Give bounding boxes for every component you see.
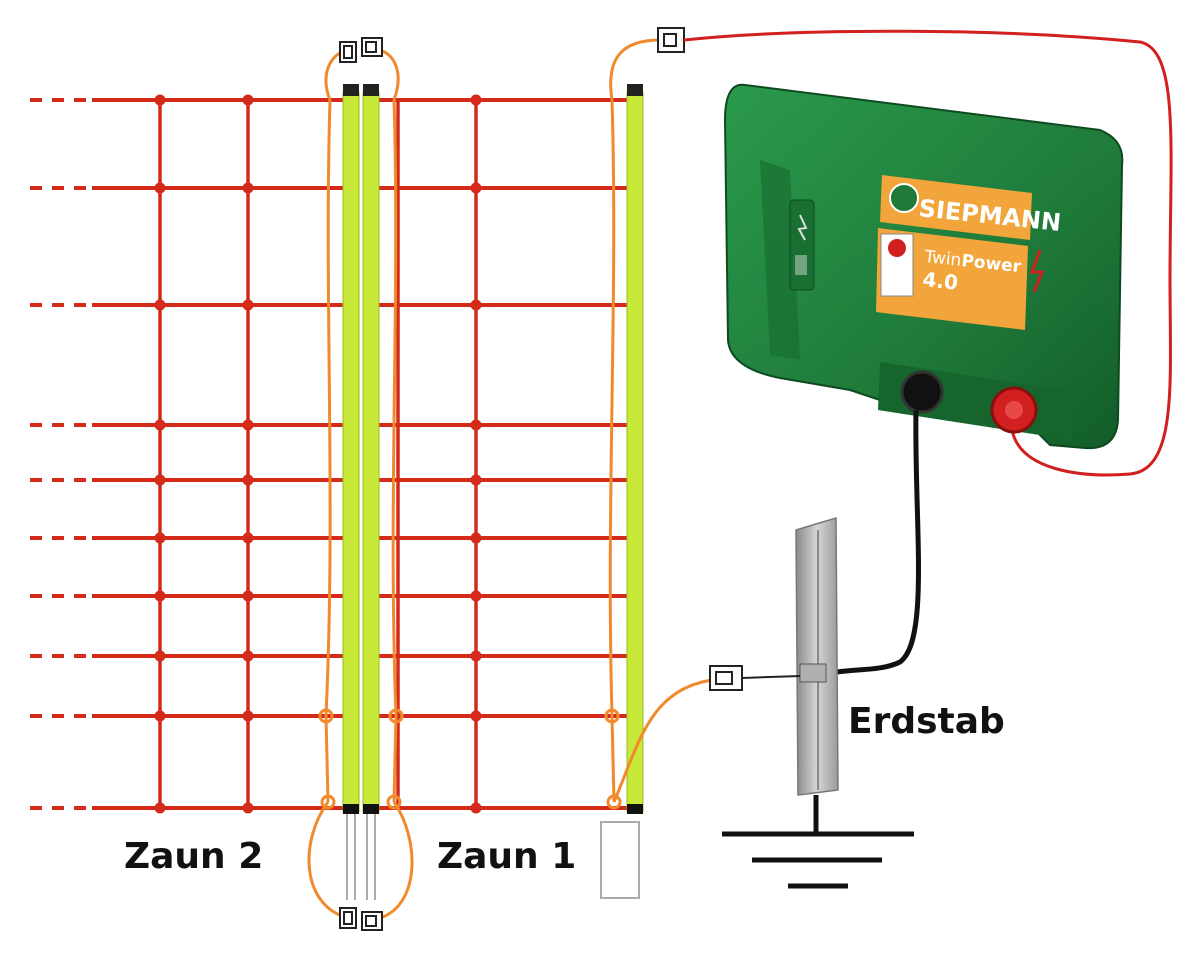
fence-knot bbox=[154, 94, 166, 106]
fence-knot bbox=[242, 650, 254, 662]
fence-knot bbox=[470, 590, 482, 602]
ground-rod bbox=[795, 516, 839, 796]
fence-knot bbox=[470, 474, 482, 486]
ground-wire bbox=[825, 409, 921, 677]
fence-knot bbox=[470, 419, 482, 431]
fence-knot bbox=[154, 590, 166, 602]
fence-knot bbox=[154, 419, 166, 431]
fence-1-post-left bbox=[362, 84, 380, 900]
energizer-device bbox=[723, 83, 1124, 450]
fence-knot bbox=[154, 474, 166, 486]
fence-knot bbox=[242, 532, 254, 544]
fence-knot bbox=[154, 650, 166, 662]
fence-2-post bbox=[342, 84, 360, 900]
ground-cable-link bbox=[741, 675, 801, 679]
fence-knot bbox=[242, 590, 254, 602]
brand-logo bbox=[889, 183, 919, 213]
fence-knot bbox=[470, 532, 482, 544]
fence-knot bbox=[470, 650, 482, 662]
energizer-model-prefix: Twin bbox=[922, 247, 962, 271]
jumper-cable-bottom bbox=[307, 801, 414, 920]
fence-knot bbox=[470, 802, 482, 814]
fence-knot bbox=[154, 182, 166, 194]
fence-knot bbox=[242, 94, 254, 106]
clip-connector-icon bbox=[339, 37, 383, 63]
fence-knot bbox=[242, 474, 254, 486]
energizer-model-version: 4.0 bbox=[921, 267, 959, 295]
fence-knot bbox=[242, 182, 254, 194]
hot-wire bbox=[683, 29, 1173, 477]
fence-1-joint bbox=[606, 794, 622, 810]
fence-knot bbox=[242, 710, 254, 722]
clip-connector-icon bbox=[657, 27, 685, 53]
fence-knot bbox=[154, 802, 166, 814]
clip-connector-icon bbox=[709, 665, 743, 691]
lightning-icon bbox=[1029, 249, 1045, 293]
lightning-icon bbox=[797, 214, 808, 241]
fence-2-net bbox=[30, 94, 343, 814]
fence-1-side-cable bbox=[608, 99, 616, 803]
ground-terminal bbox=[900, 370, 944, 414]
ground-cable-fence bbox=[612, 678, 713, 803]
ground-symbol-icon bbox=[722, 795, 914, 889]
fence-knot bbox=[154, 532, 166, 544]
fence-2-label: Zaun 2 bbox=[124, 836, 264, 877]
fence-1-feed-cable bbox=[609, 38, 661, 101]
fence-1-net bbox=[379, 94, 627, 814]
fence-knot bbox=[242, 299, 254, 311]
fence-knot bbox=[470, 182, 482, 194]
jumper-cable-joints bbox=[318, 708, 404, 810]
fence-knot bbox=[154, 299, 166, 311]
clip-connector-icon bbox=[339, 907, 383, 931]
fence-1-joint bbox=[604, 708, 620, 724]
fence-knot bbox=[242, 419, 254, 431]
fence-1-label: Zaun 1 bbox=[437, 836, 577, 877]
fence-knot bbox=[154, 710, 166, 722]
ground-rod-label: Erdstab bbox=[848, 701, 1005, 742]
fence-knot bbox=[470, 299, 482, 311]
fence-1-post-right bbox=[600, 84, 644, 899]
fence-knot bbox=[242, 802, 254, 814]
fence-knot bbox=[470, 710, 482, 722]
fence-knot bbox=[470, 94, 482, 106]
